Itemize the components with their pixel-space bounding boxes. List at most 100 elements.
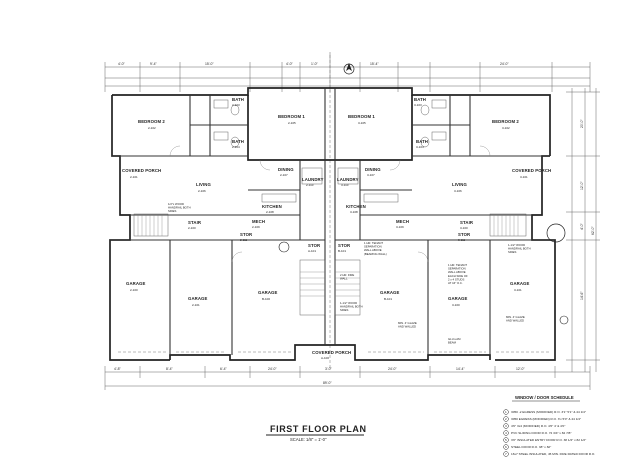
room-label: LIVING — [196, 182, 211, 187]
room-tag: 2-102 — [148, 126, 156, 130]
room-tag: 3-111 — [458, 238, 466, 242]
schedule-mark: 5 — [505, 438, 507, 442]
dim-bottom-7: 14'-4" — [456, 367, 465, 371]
schedule-row: 7 16x7 STEEL INSULATED, 45 MIN. FIRE RAT… — [503, 451, 595, 457]
room-tag: 3-100 — [452, 303, 460, 307]
dim-side-1: 20'-0" — [580, 119, 584, 128]
room-label: BEDROOM 2 — [492, 119, 519, 124]
room-tag: 3-103 — [414, 103, 422, 107]
schedule-row: 2 3050 EGRESS (MODIFIED) R.O. 3'x 5'0" &… — [503, 416, 581, 422]
schedule-text: 3050 EGRESS (MODIFIED) R.O. 3'x 5'0" & 4… — [511, 417, 581, 421]
dim-bottom-1: 4'-8" — [114, 367, 122, 371]
note-line: SEPARATION — [364, 245, 382, 249]
schedule-mark: 6 — [505, 445, 507, 449]
schedule-mark: 3 — [505, 424, 507, 428]
dim-top-7: 24'-0" — [500, 62, 509, 66]
room-tag: 3-100 — [460, 226, 468, 230]
schedule-text: 16x7 STEEL INSULATED, 45 MIN. FIRE RATED… — [511, 452, 595, 456]
room-label: GARAGE — [510, 281, 529, 286]
room-tag: 3-110 — [341, 183, 349, 187]
note-line: WALL ABOVE — [364, 248, 382, 252]
note-line: AND WALLED — [506, 319, 524, 323]
dim-bottom-overall: 89'-0" — [323, 381, 332, 385]
room-label: MECH — [252, 219, 265, 224]
room-tag: 3-108 — [350, 210, 358, 214]
schedule-row: 1 3050 -2 EGRESS (MODIFIED) R.O. 3'1" 5'… — [503, 409, 586, 415]
schedule-mark: 7 — [505, 452, 507, 456]
dim-top-3: 15'-0" — [205, 62, 214, 66]
note-line: (BEARING WALL) — [364, 252, 387, 256]
note-line: AT 16" O.C. — [448, 281, 463, 285]
dim-top-2: 9'-4" — [150, 62, 158, 66]
note-line: 1 HR. TENANT — [448, 263, 467, 267]
schedule-row: 3 4'6" 3x4 (MODIFIED) R.O. 4'6" 4' & 4'0… — [503, 423, 565, 429]
room-label: GARAGE — [258, 290, 277, 295]
room-label: GARAGE — [188, 296, 207, 301]
room-label: GARAGE — [448, 296, 467, 301]
room-tag: 2-100 — [188, 226, 196, 230]
dim-bottom-6: 24'-0" — [388, 367, 397, 371]
room-tag: 3-107 — [367, 173, 375, 177]
room-label: LAUNDRY — [302, 177, 324, 182]
room-label: BATH — [232, 139, 244, 144]
exterior-walls — [109, 87, 556, 361]
note-line: AND WALLED — [398, 325, 416, 329]
schedule-mark: 1 — [505, 410, 507, 414]
room-tag: 2-100 — [130, 288, 138, 292]
room-tag: 2-103 — [232, 103, 240, 107]
dim-side-overall: 62'-0" — [591, 226, 595, 235]
room-tag: 2-109 — [252, 225, 260, 229]
room-tag: A-100 — [321, 356, 329, 360]
note-line: WALL ABOVE — [448, 270, 466, 274]
note-line: MIN. 4' GLAZE — [398, 321, 417, 325]
plan-title: FIRST FLOOR PLAN — [270, 424, 367, 434]
dim-top-1: 4'-0" — [118, 62, 126, 66]
note-line: 1 HR. TENANT — [364, 241, 383, 245]
room-label: KITCHEN — [262, 204, 282, 209]
room-label: BATH — [416, 139, 428, 144]
schedule-mark: 4 — [505, 431, 507, 435]
room-label: BATH — [232, 97, 244, 102]
schedule-text: 3'0" INSULATED ENTRY DOOR R.O. 38 1/2" x… — [511, 438, 586, 442]
dim-bottom-3: 6'-4" — [220, 367, 228, 371]
note-line: HANDRAIL BOTH — [508, 247, 531, 251]
note-line: MIN. 4' GLAZE — [506, 315, 525, 319]
room-label: BATH — [414, 97, 426, 102]
schedule-row: 4 PVC SLIDING DOOR R.O. 72 3/4" x 82 7/8… — [503, 430, 571, 436]
detail-callout-circles — [278, 223, 569, 325]
room-tag: 3-101 — [514, 288, 522, 292]
room-tag: 2-101 — [192, 303, 200, 307]
schedule-row: 5 3'0" INSULATED ENTRY DOOR R.O. 38 1/2"… — [503, 437, 586, 443]
note-line: SIDES — [168, 209, 177, 213]
note-line: HANDRAIL BOTH — [168, 206, 191, 210]
room-label: BEDROOM 1 — [348, 114, 375, 119]
schedule-text: 4'6" 3x4 (MODIFIED) R.O. 4'6" 4' & 4'0" — [511, 424, 565, 428]
note-line: 2 HR. FIRE — [340, 273, 354, 277]
fixtures — [213, 99, 447, 203]
note-line: 1-1/2" WOOD — [340, 301, 357, 305]
note-line: 1-1/2" WOOD — [508, 243, 525, 247]
room-label: STAIR — [188, 220, 202, 225]
schedule-text: STEEL DOOR R.O. 38" x 82" — [511, 445, 551, 449]
stair-left — [133, 213, 169, 237]
dim-bottom-2: 8'-4" — [166, 367, 174, 371]
room-tag: 2-111 — [240, 238, 248, 242]
door-swings — [169, 145, 491, 263]
room-label: LIVING — [452, 182, 467, 187]
title-block: FIRST FLOOR PLAN SCALE: 1/8" = 1'-0" — [266, 424, 367, 442]
schedule-row: 6 STEEL DOOR R.O. 38" x 82" — [503, 444, 551, 450]
room-tag: B-101 — [338, 249, 346, 253]
room-tag: B-101 — [384, 297, 392, 301]
plan-scale: SCALE: 1/8" = 1'-0" — [290, 437, 327, 442]
room-tag: 3-106 — [454, 189, 462, 193]
room-label: STOR — [338, 243, 351, 248]
interior-walls — [110, 88, 555, 355]
room-tag: B-100 — [262, 297, 270, 301]
room-label: COVERED PORCH — [122, 168, 161, 173]
